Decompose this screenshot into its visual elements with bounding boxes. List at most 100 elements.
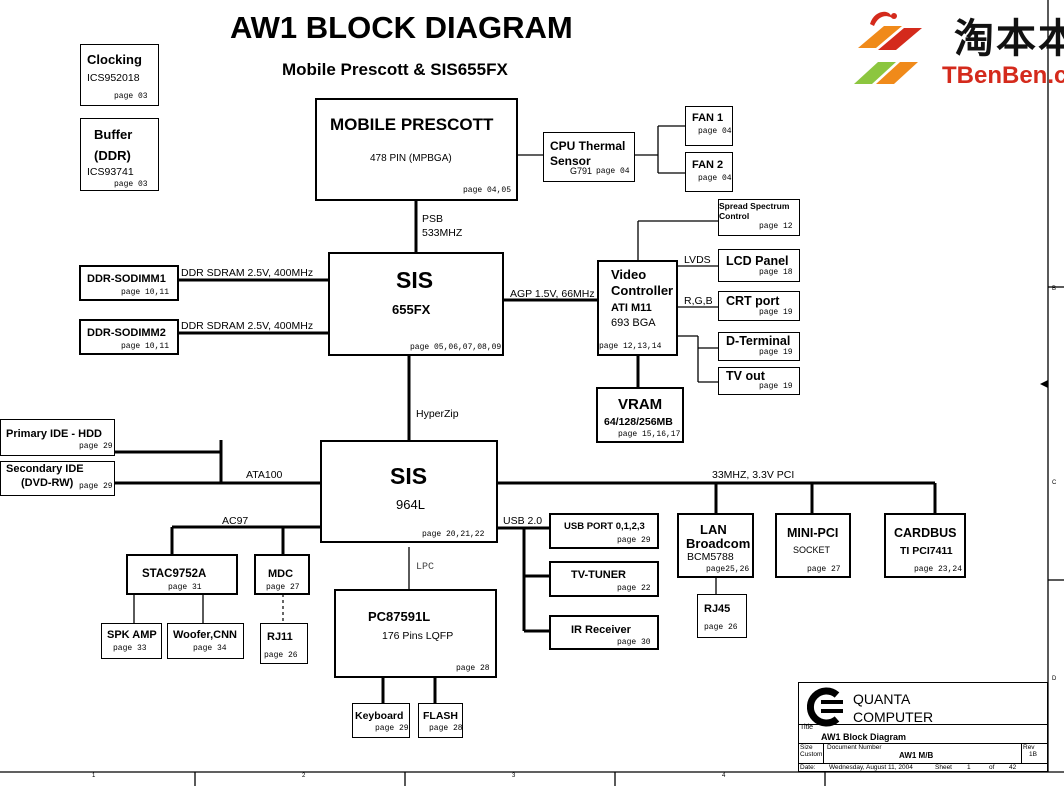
flash-title: FLASH xyxy=(423,710,458,722)
lan-block: LAN Broadcom BCM5788 page25,26 xyxy=(677,513,754,578)
flash-block: FLASH page 28 xyxy=(418,703,463,738)
fan2-title: FAN 2 xyxy=(692,159,724,171)
tv-tuner-block: TV-TUNER page 22 xyxy=(549,561,659,597)
ec-title: PC87591L xyxy=(368,609,431,624)
cpu-title: MOBILE PRESCOTT xyxy=(330,115,494,134)
dimm1-page: page 10,11 xyxy=(121,288,170,297)
tv-out-block: TV out page 19 xyxy=(718,367,800,395)
ec-sub: 176 Pins LQFP xyxy=(382,630,454,642)
northbridge-title: SIS xyxy=(396,267,434,293)
spread-page: page 12 xyxy=(759,222,793,231)
title-value: AW1 Block Diagram xyxy=(821,732,907,742)
usb-page: page 29 xyxy=(617,536,651,545)
southbridge-page: page 20,21,22 xyxy=(422,530,485,539)
ir-page: page 30 xyxy=(617,638,651,647)
thermal-page: page 04 xyxy=(596,167,630,176)
logo-site-text: TBenBen.co xyxy=(942,62,1064,89)
ddr1-bus-label: DDR SDRAM 2.5V, 400MHz xyxy=(181,267,314,279)
size-label: Size xyxy=(800,744,813,751)
pci-bus-label: 33MHZ, 3.3V PCI xyxy=(712,469,795,481)
vram-sub: 64/128/256MB xyxy=(604,416,673,428)
frame-row-b: B xyxy=(1052,286,1057,292)
minipci-page: page 27 xyxy=(807,565,841,574)
video-part2: 693 BGA xyxy=(611,317,656,329)
northbridge-page: page 05,06,07,08,09 xyxy=(410,343,502,352)
keyboard-title: Keyboard xyxy=(355,710,404,722)
dimm2-title: DDR-SODIMM2 xyxy=(87,327,166,339)
total-sheets: 42 xyxy=(1009,764,1017,771)
frame-col-4: 4 xyxy=(722,773,726,779)
logo-mark-icon xyxy=(854,11,922,84)
usb20-label: USB 2.0 xyxy=(503,515,543,527)
spread-spectrum-block: Spread Spectrum Control page 12 xyxy=(718,199,800,236)
mini-pci-block: MINI-PCI SOCKET page 27 xyxy=(775,513,851,578)
fan1-title: FAN 1 xyxy=(692,112,724,124)
page-subtitle: Mobile Prescott & SIS655FX xyxy=(282,60,508,79)
lcd-panel-block: LCD Panel page 18 xyxy=(718,249,800,282)
cardbus-part: TI PCI7411 xyxy=(900,545,953,557)
stac9752a-block: STAC9752A page 31 xyxy=(126,554,238,595)
ddr-sodimm1-block: DDR-SODIMM1 page 10,11 xyxy=(79,265,179,301)
ec-page: page 28 xyxy=(456,664,490,673)
cpu-sub: 478 PIN (MPBGA) xyxy=(370,153,452,164)
spk-title: SPK AMP xyxy=(107,629,157,641)
southbridge-sub: 964L xyxy=(396,497,425,512)
agp-bus-label: AGP 1.5V, 66MHz xyxy=(510,288,595,300)
thermal-title: CPU Thermal Sensor xyxy=(550,139,626,168)
cardbus-page: page 23,24 xyxy=(914,565,963,574)
cpu-block: MOBILE PRESCOTT 478 PIN (MPBGA) page 04,… xyxy=(315,98,518,201)
cardbus-title: CARDBUS xyxy=(894,526,957,540)
northbridge-sub: 655FX xyxy=(392,302,431,317)
mdc-block: MDC page 27 xyxy=(254,554,310,595)
video-title2: Controller xyxy=(611,283,674,298)
frame-col-1: 1 xyxy=(92,773,96,779)
page-title: AW1 BLOCK DIAGRAM xyxy=(230,10,573,45)
ddr-sodimm2-block: DDR-SODIMM2 page 10,11 xyxy=(79,319,179,355)
dimm1-title: DDR-SODIMM1 xyxy=(87,273,166,285)
clocking-page: page 03 xyxy=(114,92,148,101)
spk-page: page 33 xyxy=(113,644,147,653)
of-label: of xyxy=(989,764,995,771)
vram-page: page 15,16,17 xyxy=(618,430,681,439)
mdc-title: MDC xyxy=(268,568,294,580)
ddr2-bus-label: DDR SDRAM 2.5V, 400MHz xyxy=(181,320,314,332)
frame-row-c: C xyxy=(1052,480,1057,486)
buffer-page: page 03 xyxy=(114,180,148,189)
video-part1: ATI M11 xyxy=(611,302,652,314)
fan2-block: FAN 2 page 04 xyxy=(685,152,733,192)
dterm-title: D-Terminal xyxy=(726,334,791,348)
docnum-label: Document Number xyxy=(827,744,882,751)
title-block: QUANTA COMPUTER Title AW1 Block Diagram … xyxy=(798,682,1048,772)
mdc-page: page 27 xyxy=(266,583,300,592)
keyboard-block: Keyboard page 29 xyxy=(352,703,410,738)
buffer-title: Buffer xyxy=(94,127,133,142)
clocking-part: ICS952018 xyxy=(87,72,140,84)
title-label: Title xyxy=(800,724,813,731)
video-controller-block: Video Controller ATI M11 693 BGA page 12… xyxy=(597,260,678,356)
dimm2-page: page 10,11 xyxy=(121,342,170,351)
secondary-ide-block: Secondary IDE (DVD-RW) page 29 xyxy=(0,461,115,496)
logo-chinese-text: 淘本本 xyxy=(954,16,1064,62)
ide2-title2: (DVD-RW) xyxy=(21,477,74,489)
lan-page: page25,26 xyxy=(706,565,750,574)
lan-title1: LAN xyxy=(700,522,727,537)
rj45-title: RJ45 xyxy=(704,603,731,615)
psb-label: PSB xyxy=(422,213,444,225)
ide2-page: page 29 xyxy=(79,482,113,491)
usb-title: USB PORT 0,1,2,3 xyxy=(564,521,645,532)
ir-receiver-block: IR Receiver page 30 xyxy=(549,615,659,650)
southbridge-title: SIS xyxy=(390,463,428,489)
rj11-page: page 26 xyxy=(264,651,298,660)
rj45-block: RJ45 page 26 xyxy=(697,594,747,638)
cpu-page: page 04,05 xyxy=(463,186,512,195)
usb-port-block: USB PORT 0,1,2,3 page 29 xyxy=(549,513,659,549)
pc87591l-block: PC87591L 176 Pins LQFP page 28 xyxy=(334,589,497,678)
d-terminal-block: D-Terminal page 19 xyxy=(718,332,800,361)
lan-title2: Broadcom xyxy=(686,536,751,551)
woofer-page: page 34 xyxy=(193,644,227,653)
rgb-label: R,G,B xyxy=(684,295,713,307)
ide1-title: Primary IDE - HDD xyxy=(6,428,102,440)
size-value: Custom xyxy=(800,751,823,758)
spk-amp-block: SPK AMP page 33 xyxy=(101,623,162,659)
